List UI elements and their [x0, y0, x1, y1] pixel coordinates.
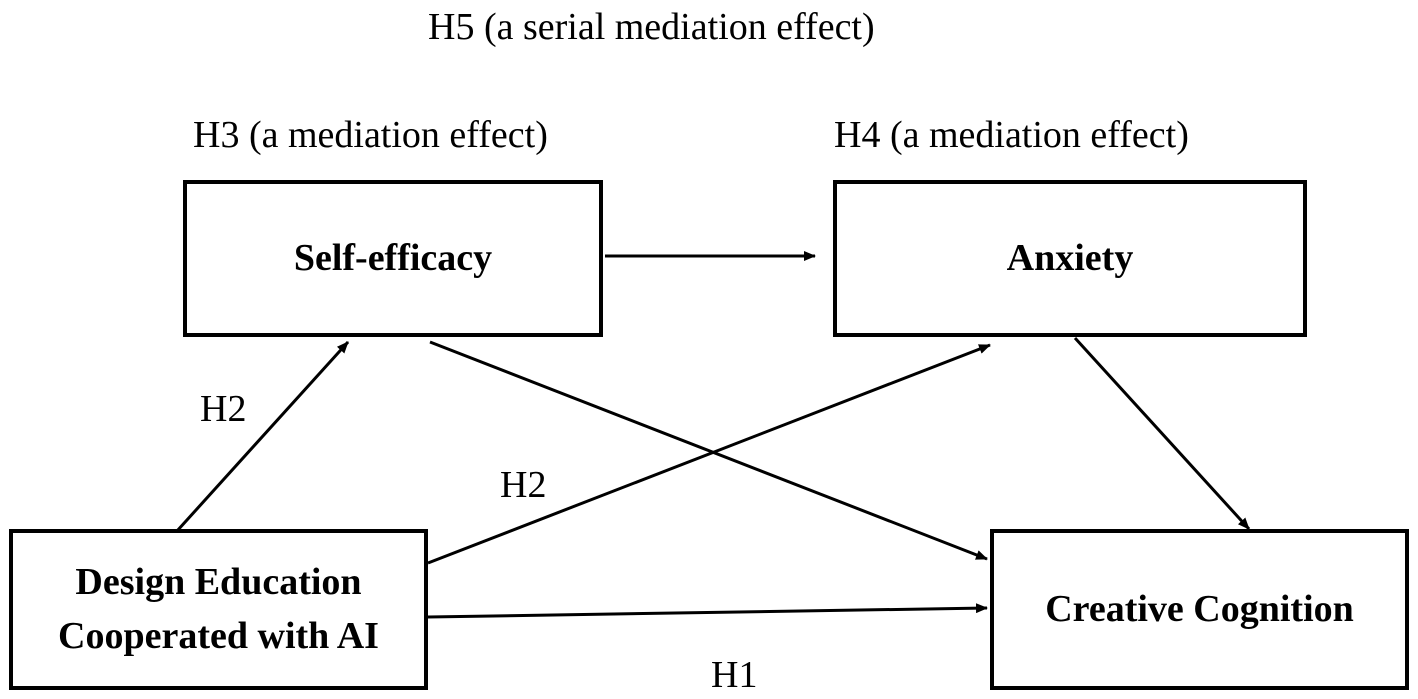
arrow-design-education-to-creative-cognition	[427, 603, 988, 619]
h2-left-label: H2	[200, 388, 247, 430]
design-education-label: Design Education Cooperated with AI	[58, 556, 379, 662]
h3-label: H3 (a mediation effect)	[193, 114, 548, 156]
creative-cognition-box: Creative Cognition	[990, 529, 1409, 690]
arrow-design-education-to-anxiety	[427, 343, 991, 565]
arrow-anxiety-to-creative-cognition	[1073, 336, 1251, 531]
h2-center-label: H2	[500, 464, 547, 506]
design-education-line-1: Design Education	[75, 561, 362, 604]
self-efficacy-box: Self-efficacy	[183, 180, 603, 337]
self-efficacy-label: Self-efficacy	[293, 236, 493, 279]
h5-label: H5 (a serial mediation effect)	[428, 6, 875, 48]
h1-label: H1	[711, 654, 758, 696]
arrow-self-efficacy-to-creative-cognition	[429, 340, 988, 561]
anxiety-label: Anxiety	[1006, 236, 1134, 279]
h4-label: H4 (a mediation effect)	[834, 114, 1189, 156]
design-education-box: Design Education Cooperated with AI	[9, 529, 428, 690]
creative-cognition-label: Creative Cognition	[1045, 587, 1354, 630]
anxiety-box: Anxiety	[833, 180, 1307, 337]
arrow-design-education-to-self-efficacy	[175, 340, 350, 533]
design-education-line-2: Cooperated with AI	[58, 614, 379, 657]
